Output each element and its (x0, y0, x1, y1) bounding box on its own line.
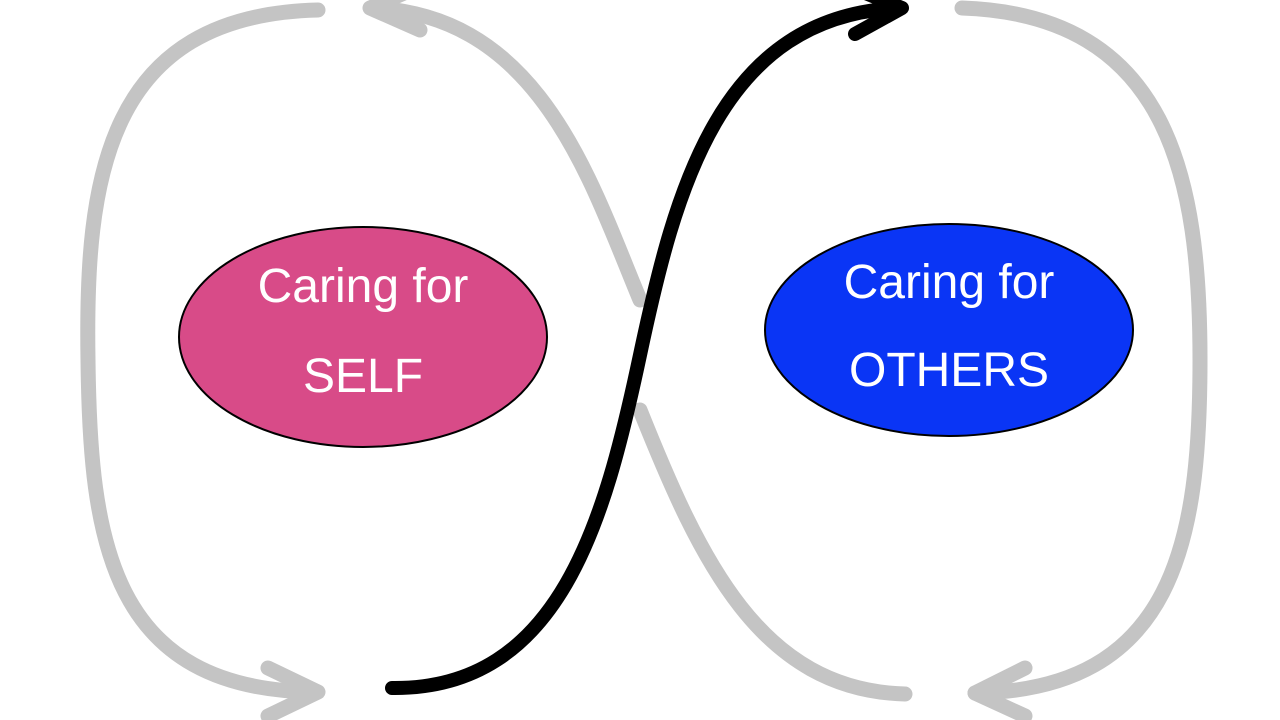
right-loop-arrow-icon (954, 0, 1208, 701)
lower-right-cross-arrow-icon (632, 402, 913, 702)
left-loop-arrowhead-icon (260, 660, 326, 720)
s-curve-arrowhead-icon (848, 0, 909, 41)
left-loop-arrow-icon (80, 2, 326, 700)
node-self-label-line1: Caring for (258, 260, 469, 313)
node-self-label-line2: SELF (303, 350, 423, 403)
node-self: Caring for SELF (178, 226, 548, 448)
loop-arrows (80, 0, 1208, 720)
node-others-label-line2: OTHERS (849, 344, 1049, 397)
node-self-ellipse (178, 226, 548, 448)
upper-left-cross-arrowhead-icon (362, 0, 428, 38)
right-loop-arrowhead-icon (967, 660, 1033, 720)
node-others-ellipse (764, 223, 1134, 437)
node-others-label-line1: Caring for (844, 256, 1055, 309)
s-curve-arrow-icon (385, 0, 909, 696)
node-others: Caring for OTHERS (764, 223, 1134, 437)
upper-left-cross-arrow-icon (364, 0, 648, 308)
s-curve-arrow-line (385, 1, 907, 696)
